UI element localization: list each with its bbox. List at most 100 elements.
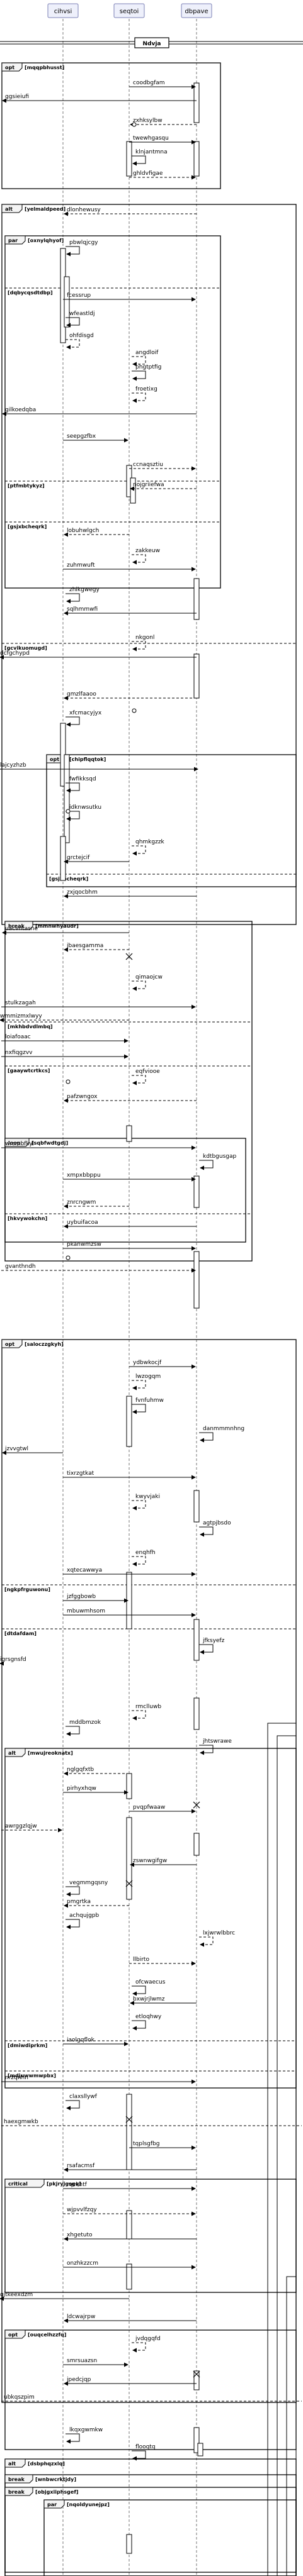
message-label: rsafacmsf (67, 2163, 95, 2169)
fragment-keyword: alt (8, 1750, 16, 1756)
message-label: llbirto (133, 1957, 149, 1963)
message: flooqtq (132, 2444, 156, 2461)
message: sqlhmmwfi (64, 606, 197, 616)
fragment-keyword: alt (5, 206, 13, 212)
message: kwyvjaki (132, 1494, 160, 1511)
fragment-keyword: opt (50, 757, 59, 762)
message: lwzogqm (132, 1374, 161, 1391)
participant-label: dbpave (185, 8, 208, 15)
fragment-guard: [mqqpbhusst] (25, 65, 64, 70)
message: agtpjbsdo (199, 1520, 231, 1537)
message: bxwjrjlwmz (130, 1996, 197, 2006)
fragment-border (286, 2276, 297, 2576)
found-message-marker (132, 122, 137, 127)
fragment-keyword: break (8, 2489, 25, 2495)
message-label: zswnwgifgw (133, 1858, 167, 1864)
activation-bar (193, 2427, 200, 2453)
message-label: pbwlqjcgy (69, 240, 98, 246)
message: ggsieiufi (2, 94, 197, 103)
message: nglgqfxtb (64, 1767, 129, 1776)
message: ubkqszpim (1, 2394, 302, 2402)
message: xhgetuto (64, 2232, 197, 2241)
message-label: etloqhwy (135, 2014, 162, 2020)
message-label: zuhmwuft (67, 562, 95, 569)
message: klnjantmna (132, 149, 168, 166)
message-label: ggsieiufi (5, 94, 29, 100)
message-label: sqlhmmwfi (67, 606, 98, 613)
message-label: mbuwmhsom (67, 1608, 105, 1614)
destroy-marker (125, 2116, 133, 2123)
message: haexgmwkb (1, 2119, 302, 2126)
message-label: loiafoaac (5, 1034, 31, 1040)
message: rqckhtf (63, 2182, 196, 2191)
fragment-alt: alt[yelmaldpeed][gcvikuomugd] (1, 204, 297, 925)
message-label: qjtkeexdzm (0, 2292, 33, 2298)
message: pkanwmzsw (63, 1241, 196, 1251)
participant-seqtoi: seqtoi (113, 3, 145, 18)
fragment-border (267, 1723, 297, 2576)
message-label: zakkeuw (135, 548, 160, 554)
message: angdloif (132, 350, 159, 367)
message: gilkoedqba (2, 407, 197, 416)
activation-bar (64, 276, 70, 328)
message-label: pirhyxhqw (67, 1785, 96, 1792)
message-label: fcessrup (67, 292, 91, 299)
message: lkqxgwmkw (66, 2427, 103, 2444)
activation-bar (193, 2370, 200, 2390)
fragment-guard: [wnbwcrktjdy] (35, 2477, 76, 2482)
activation-bar (126, 1125, 132, 1142)
activation-bar (193, 653, 200, 699)
destroy-marker (125, 953, 133, 960)
message: pbwlqjcgy (66, 240, 98, 257)
message: wmmizmxlwyy (0, 1013, 129, 1023)
message-label: xhgetuto (67, 2232, 93, 2238)
message: danmmmnhng (199, 1426, 244, 1443)
activation-bar (126, 1396, 132, 1447)
message-label: enqhfh (135, 1550, 156, 1556)
fragment-opt: opt[chipflqqtok][gsjxbcheqrk] (46, 754, 297, 887)
message-label: xfcmacyjyx (69, 710, 102, 716)
message-label: grctejcif (67, 855, 90, 861)
activation-bar (126, 1773, 132, 1799)
message: zakkeuw (132, 548, 160, 565)
message: zxjqocbhm (64, 889, 197, 899)
fragment-else-guard: [gcvikuomugd] (4, 645, 47, 651)
destroy-marker (125, 1880, 133, 1887)
activation-bar (193, 141, 200, 177)
fragment-guard: [mwujreoknatx] (28, 1750, 73, 1756)
message-label: jzfggbowb (66, 1594, 96, 1600)
message: nxfiqgzvv (1, 1050, 129, 1059)
activation-bar (193, 1697, 200, 1730)
message: tixrzgtkat (63, 1470, 196, 1480)
message-label: jbaesgamma (66, 943, 103, 949)
message: vegmmgqsny (66, 1880, 108, 1897)
fragment-keyword: par (8, 238, 18, 243)
divider-label: Ndvja (143, 41, 161, 47)
fragment-guard: [mmnwhyaudr] (35, 923, 79, 929)
message-label: lajcyzhzb (0, 762, 26, 769)
message-label: gmzlfaaoo (67, 691, 96, 697)
message-label: gilkoedqba (5, 407, 36, 413)
message: lobuhwlgch (64, 528, 129, 537)
message: wfeastldj (66, 311, 95, 328)
message: zxhksylbw (130, 118, 197, 127)
activation-bar (193, 578, 200, 620)
message: enqhfh (132, 1550, 156, 1567)
activation-bar (60, 836, 66, 881)
combined-fragments: Ndvjaopt[mqqpbhusst]alt[yelmaldpeed][gcv… (0, 37, 303, 2576)
fragment-opt: opt[mqqpbhusst] (1, 62, 221, 189)
message: jhtswrawe (199, 1738, 232, 1755)
message: smrsuazsn (63, 2358, 129, 2367)
message-label: igrsgnsfd (0, 1657, 26, 1663)
participant-dbpave: dbpave (181, 3, 212, 18)
fragment-else-guard: [mdjuwwmwpbx] (8, 2073, 56, 2079)
message-label: pafzwngox (67, 1094, 98, 1100)
fragment-guard: [ouqcelhzzfq] (28, 2332, 66, 2338)
message: nojgriiefwa (130, 482, 197, 491)
activation-bar (126, 2534, 132, 2554)
activation-bars (60, 82, 203, 2554)
message: qimaojcw (132, 974, 163, 991)
message: lajcyzhzb (0, 762, 198, 772)
message-label: pvqpfwaaw (133, 1804, 165, 1811)
